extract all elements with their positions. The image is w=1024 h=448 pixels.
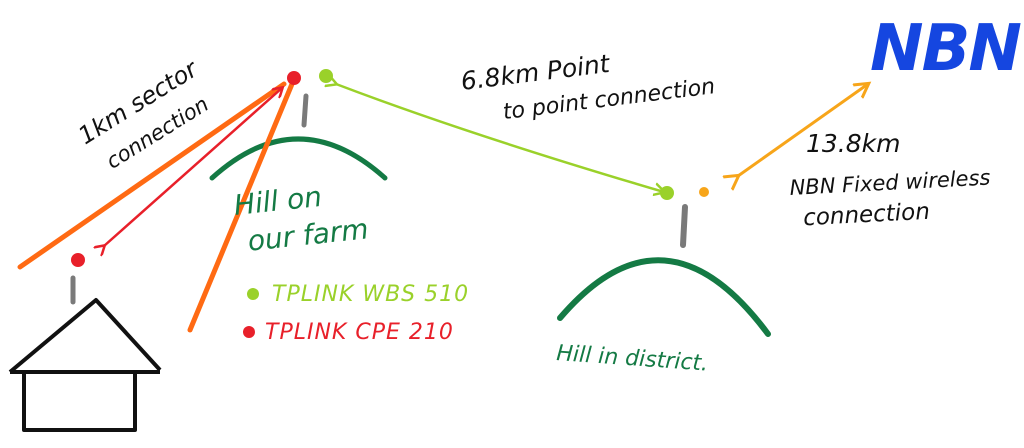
nbn-logo: NBN (870, 12, 1021, 86)
farm-cpe-device (287, 71, 301, 85)
hill-farm-label-line1: Hill on (232, 180, 323, 222)
farm-wbs-device (319, 69, 333, 83)
hill-farm (209, 136, 388, 181)
hill-district-label: Hill in district. (556, 341, 709, 377)
sector-link-upper (17, 81, 287, 270)
p2p-link (336, 84, 664, 192)
hill-district (557, 257, 771, 337)
legend-green-dot (247, 288, 259, 300)
legend-green-label: TPLINK WBS 510 (272, 282, 469, 307)
nbn-label-line1: NBN Fixed wireless (789, 166, 991, 200)
farm-mast (301, 93, 309, 128)
nbn-label-line2: connection (803, 199, 931, 232)
district-wbs-device (660, 186, 674, 200)
legend-red-dot (243, 326, 255, 338)
hill-farm-label-line2: our farm (246, 212, 370, 257)
nbn-distance-label: 13.8km (806, 129, 901, 158)
house-cpe-device (71, 253, 85, 267)
nbn-link (738, 84, 868, 176)
red-link (104, 88, 282, 246)
district-mast (680, 204, 688, 248)
legend-red-label: TPLINK CPE 210 (265, 320, 454, 345)
house-icon (8, 298, 162, 432)
nbn-receiver-device (699, 187, 709, 197)
